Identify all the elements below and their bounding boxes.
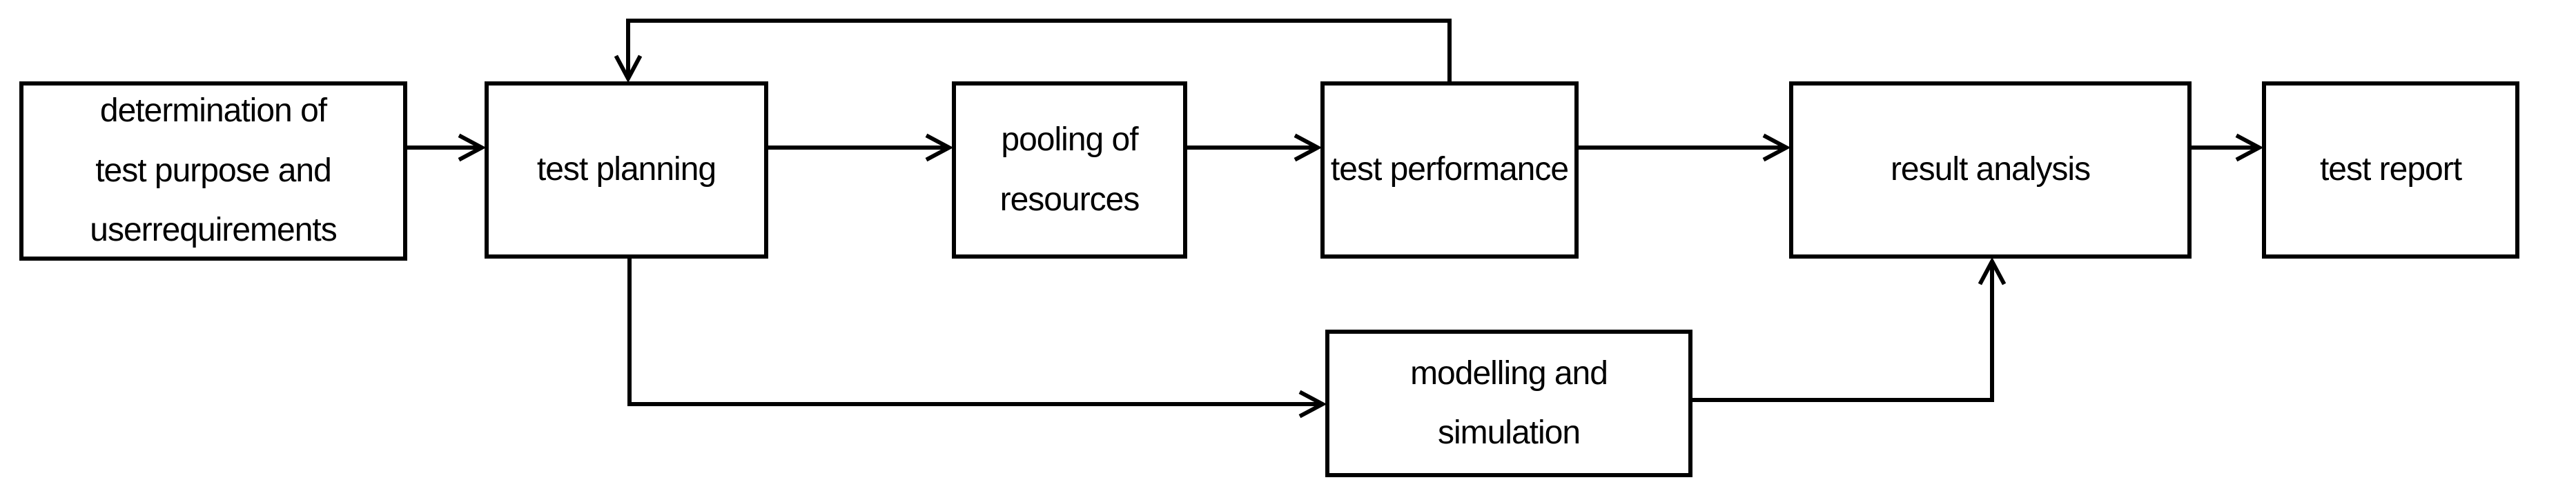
edge-planning-to-modelling	[627, 259, 1327, 419]
node-test-planning-label: test planning	[536, 151, 716, 188]
node-result-analysis-label: result analysis	[1890, 151, 2091, 188]
node-determination-line-1: determination of	[99, 92, 327, 130]
node-pooling-line-1: pooling of	[1001, 121, 1138, 159]
node-test-performance: test performance	[1320, 81, 1579, 259]
node-test-performance-label: test performance	[1330, 151, 1569, 188]
node-result-analysis: result analysis	[1789, 81, 2192, 259]
edge-modelling-to-analysis	[1692, 257, 2007, 402]
node-test-planning: test planning	[485, 81, 768, 259]
edge-performance-feedback-to-planning	[614, 19, 1452, 83]
node-modelling-and-simulation: modelling and simulation	[1325, 330, 1692, 477]
node-test-report: test report	[2262, 81, 2519, 259]
node-determination: determination of test purpose and userre…	[19, 81, 407, 261]
node-pooling-line-2: resources	[999, 181, 1140, 218]
node-determination-line-2: test purpose and	[95, 152, 332, 189]
node-modelling-line-2: simulation	[1437, 414, 1581, 451]
node-pooling-of-resources: pooling of resources	[952, 81, 1187, 259]
node-determination-line-3: userrequirements	[90, 212, 337, 249]
node-test-report-label: test report	[2319, 151, 2462, 188]
node-modelling-line-1: modelling and	[1410, 354, 1608, 392]
